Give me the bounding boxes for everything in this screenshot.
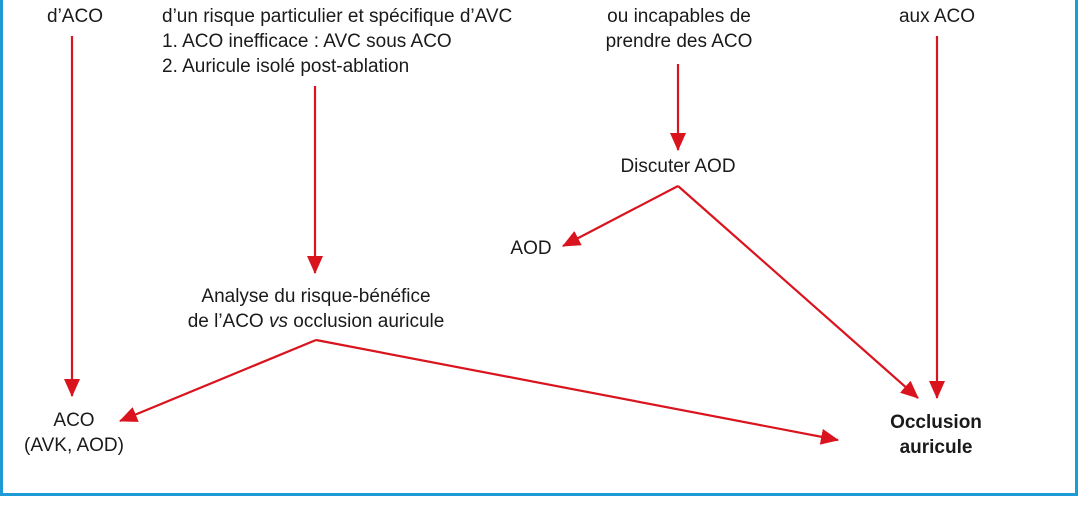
node-occlusion: Occlusion auricule <box>864 410 1008 460</box>
node-top-middle: d’un risque particulier et spécifique d’… <box>162 4 512 79</box>
node-aco-line-2: (AVK, AOD) <box>24 435 124 456</box>
node-discuter-aod: Discuter AOD <box>588 154 768 179</box>
arrow-analyse-to-occlusion <box>315 338 839 445</box>
node-aco-line-1: ACO <box>53 410 95 431</box>
node-top-left-text: d’ACO <box>47 6 103 27</box>
node-analyse-line-1: Analyse du risque-bénéfice <box>201 286 431 307</box>
arrow-analyse-to-aco <box>119 338 317 423</box>
node-analyse: Analyse du risque-bénéfice de l’ACO vs o… <box>156 284 476 334</box>
node-aod-text: AOD <box>510 238 552 259</box>
node-top-middle-line-3: 2. Auricule isolé post-ablation <box>162 56 410 77</box>
node-top-right-text: aux ACO <box>898 6 976 27</box>
node-top-left: d’ACO <box>30 4 120 29</box>
node-analyse-line-2-vs: vs <box>269 311 288 332</box>
node-discuter-aod-text: Discuter AOD <box>620 156 736 177</box>
node-occlusion-line-1: Occlusion <box>890 412 982 433</box>
node-analyse-line-2-prefix: de l’ACO <box>187 311 269 332</box>
diagram-frame <box>0 0 1078 496</box>
node-top-right-mid-line-1: ou incapables de <box>607 6 751 27</box>
arrow-discuter-to-occlusion <box>677 185 919 399</box>
node-occlusion-line-2: auricule <box>899 437 973 458</box>
node-analyse-line-2: de l’ACO vs occlusion auricule <box>156 309 476 334</box>
node-analyse-line-2-suffix: occlusion auricule <box>288 311 445 332</box>
node-top-right: aux ACO <box>874 4 1000 29</box>
node-top-right-mid: ou incapables de prendre des ACO <box>594 4 764 54</box>
node-aod: AOD <box>496 236 566 261</box>
node-top-middle-line-2: 1. ACO inefficace : AVC sous ACO <box>162 31 452 52</box>
arrow-discuter-to-aod <box>562 185 679 247</box>
node-aco: ACO (AVK, AOD) <box>12 408 136 458</box>
node-top-right-mid-line-2: prendre des ACO <box>605 31 753 52</box>
node-top-middle-line-1: d’un risque particulier et spécifique d’… <box>162 6 513 27</box>
